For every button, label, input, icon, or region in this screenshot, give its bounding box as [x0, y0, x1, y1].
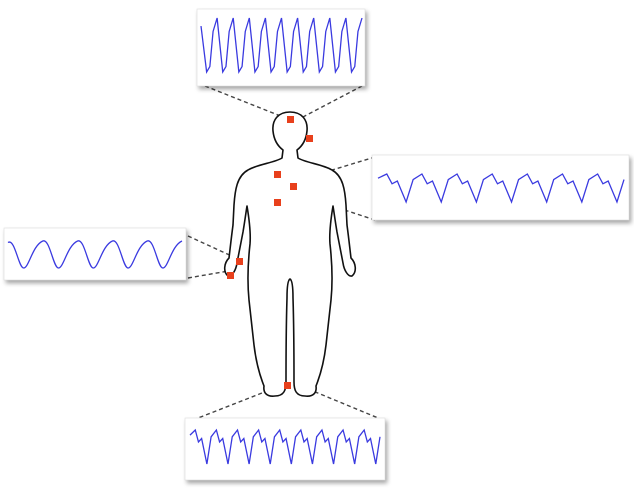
waveform-panel-wrist — [4, 228, 186, 280]
connector-head-right — [303, 86, 362, 117]
sensor-dot-icon — [236, 258, 243, 265]
sensor-dot-icon — [306, 135, 313, 142]
waveform-panel-head — [197, 9, 365, 86]
connector-head-left — [205, 86, 283, 117]
waveform-panel-chest — [372, 155, 629, 220]
human-body-outline-icon — [225, 112, 356, 396]
sensor-dot-icon — [227, 272, 234, 279]
sensor-dot-icon — [284, 382, 291, 389]
waveform-panel-foot — [185, 418, 385, 480]
sensor-dot-icon — [287, 116, 294, 123]
sensor-dot-icon — [274, 171, 281, 178]
sensor-dot-icon — [274, 199, 281, 206]
sensor-dot-icon — [290, 183, 297, 190]
